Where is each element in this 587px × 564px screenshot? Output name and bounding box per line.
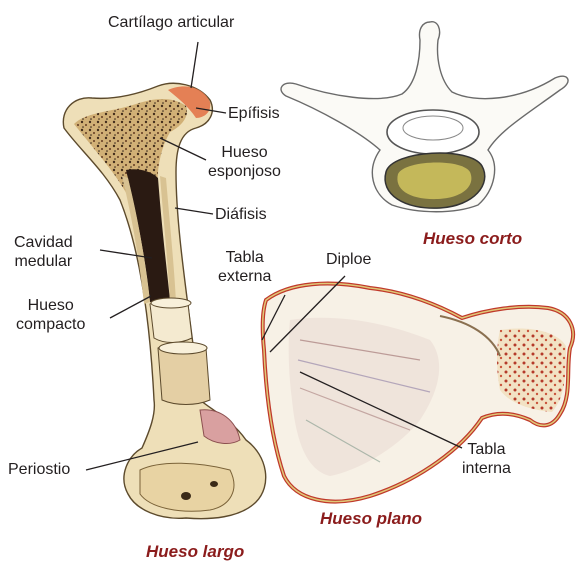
label-hueso-compacto: Hueso compacto — [16, 296, 85, 334]
label-tabla-externa-line1: Tabla — [218, 248, 271, 267]
label-periostio: Periostio — [8, 460, 70, 479]
leader-cartilago — [191, 42, 198, 88]
leader-diafisis — [175, 208, 213, 214]
label-hueso-esponjoso-line1: Hueso — [208, 143, 281, 162]
label-cartilago-articular: Cartílago articular — [108, 13, 234, 32]
label-cavidad-medular-line1: Cavidad — [14, 233, 73, 252]
label-hueso-compacto-line2: compacto — [16, 315, 85, 334]
label-hueso-esponjoso-line2: esponjoso — [208, 162, 281, 181]
label-hueso-compacto-line1: Hueso — [16, 296, 85, 315]
caption-hueso-plano: Hueso plano — [320, 509, 422, 529]
flat-bone-illustration — [263, 284, 573, 502]
label-diploe: Diploe — [326, 250, 371, 269]
label-diafisis: Diáfisis — [215, 205, 267, 224]
label-epifisis: Epífisis — [228, 104, 280, 123]
label-tabla-interna: Tabla interna — [462, 440, 511, 478]
caption-hueso-largo: Hueso largo — [146, 542, 244, 562]
short-bone-illustration — [281, 22, 568, 212]
label-tabla-externa-line2: externa — [218, 267, 271, 286]
label-tabla-interna-line2: interna — [462, 459, 511, 478]
leader-hueso-compacto — [110, 296, 151, 318]
label-hueso-esponjoso: Hueso esponjoso — [208, 143, 281, 181]
label-tabla-externa: Tabla externa — [218, 248, 271, 286]
label-cavidad-medular-line2: medular — [14, 252, 73, 271]
label-tabla-interna-line1: Tabla — [462, 440, 511, 459]
label-cavidad-medular: Cavidad medular — [14, 233, 73, 271]
caption-hueso-corto: Hueso corto — [423, 229, 522, 249]
